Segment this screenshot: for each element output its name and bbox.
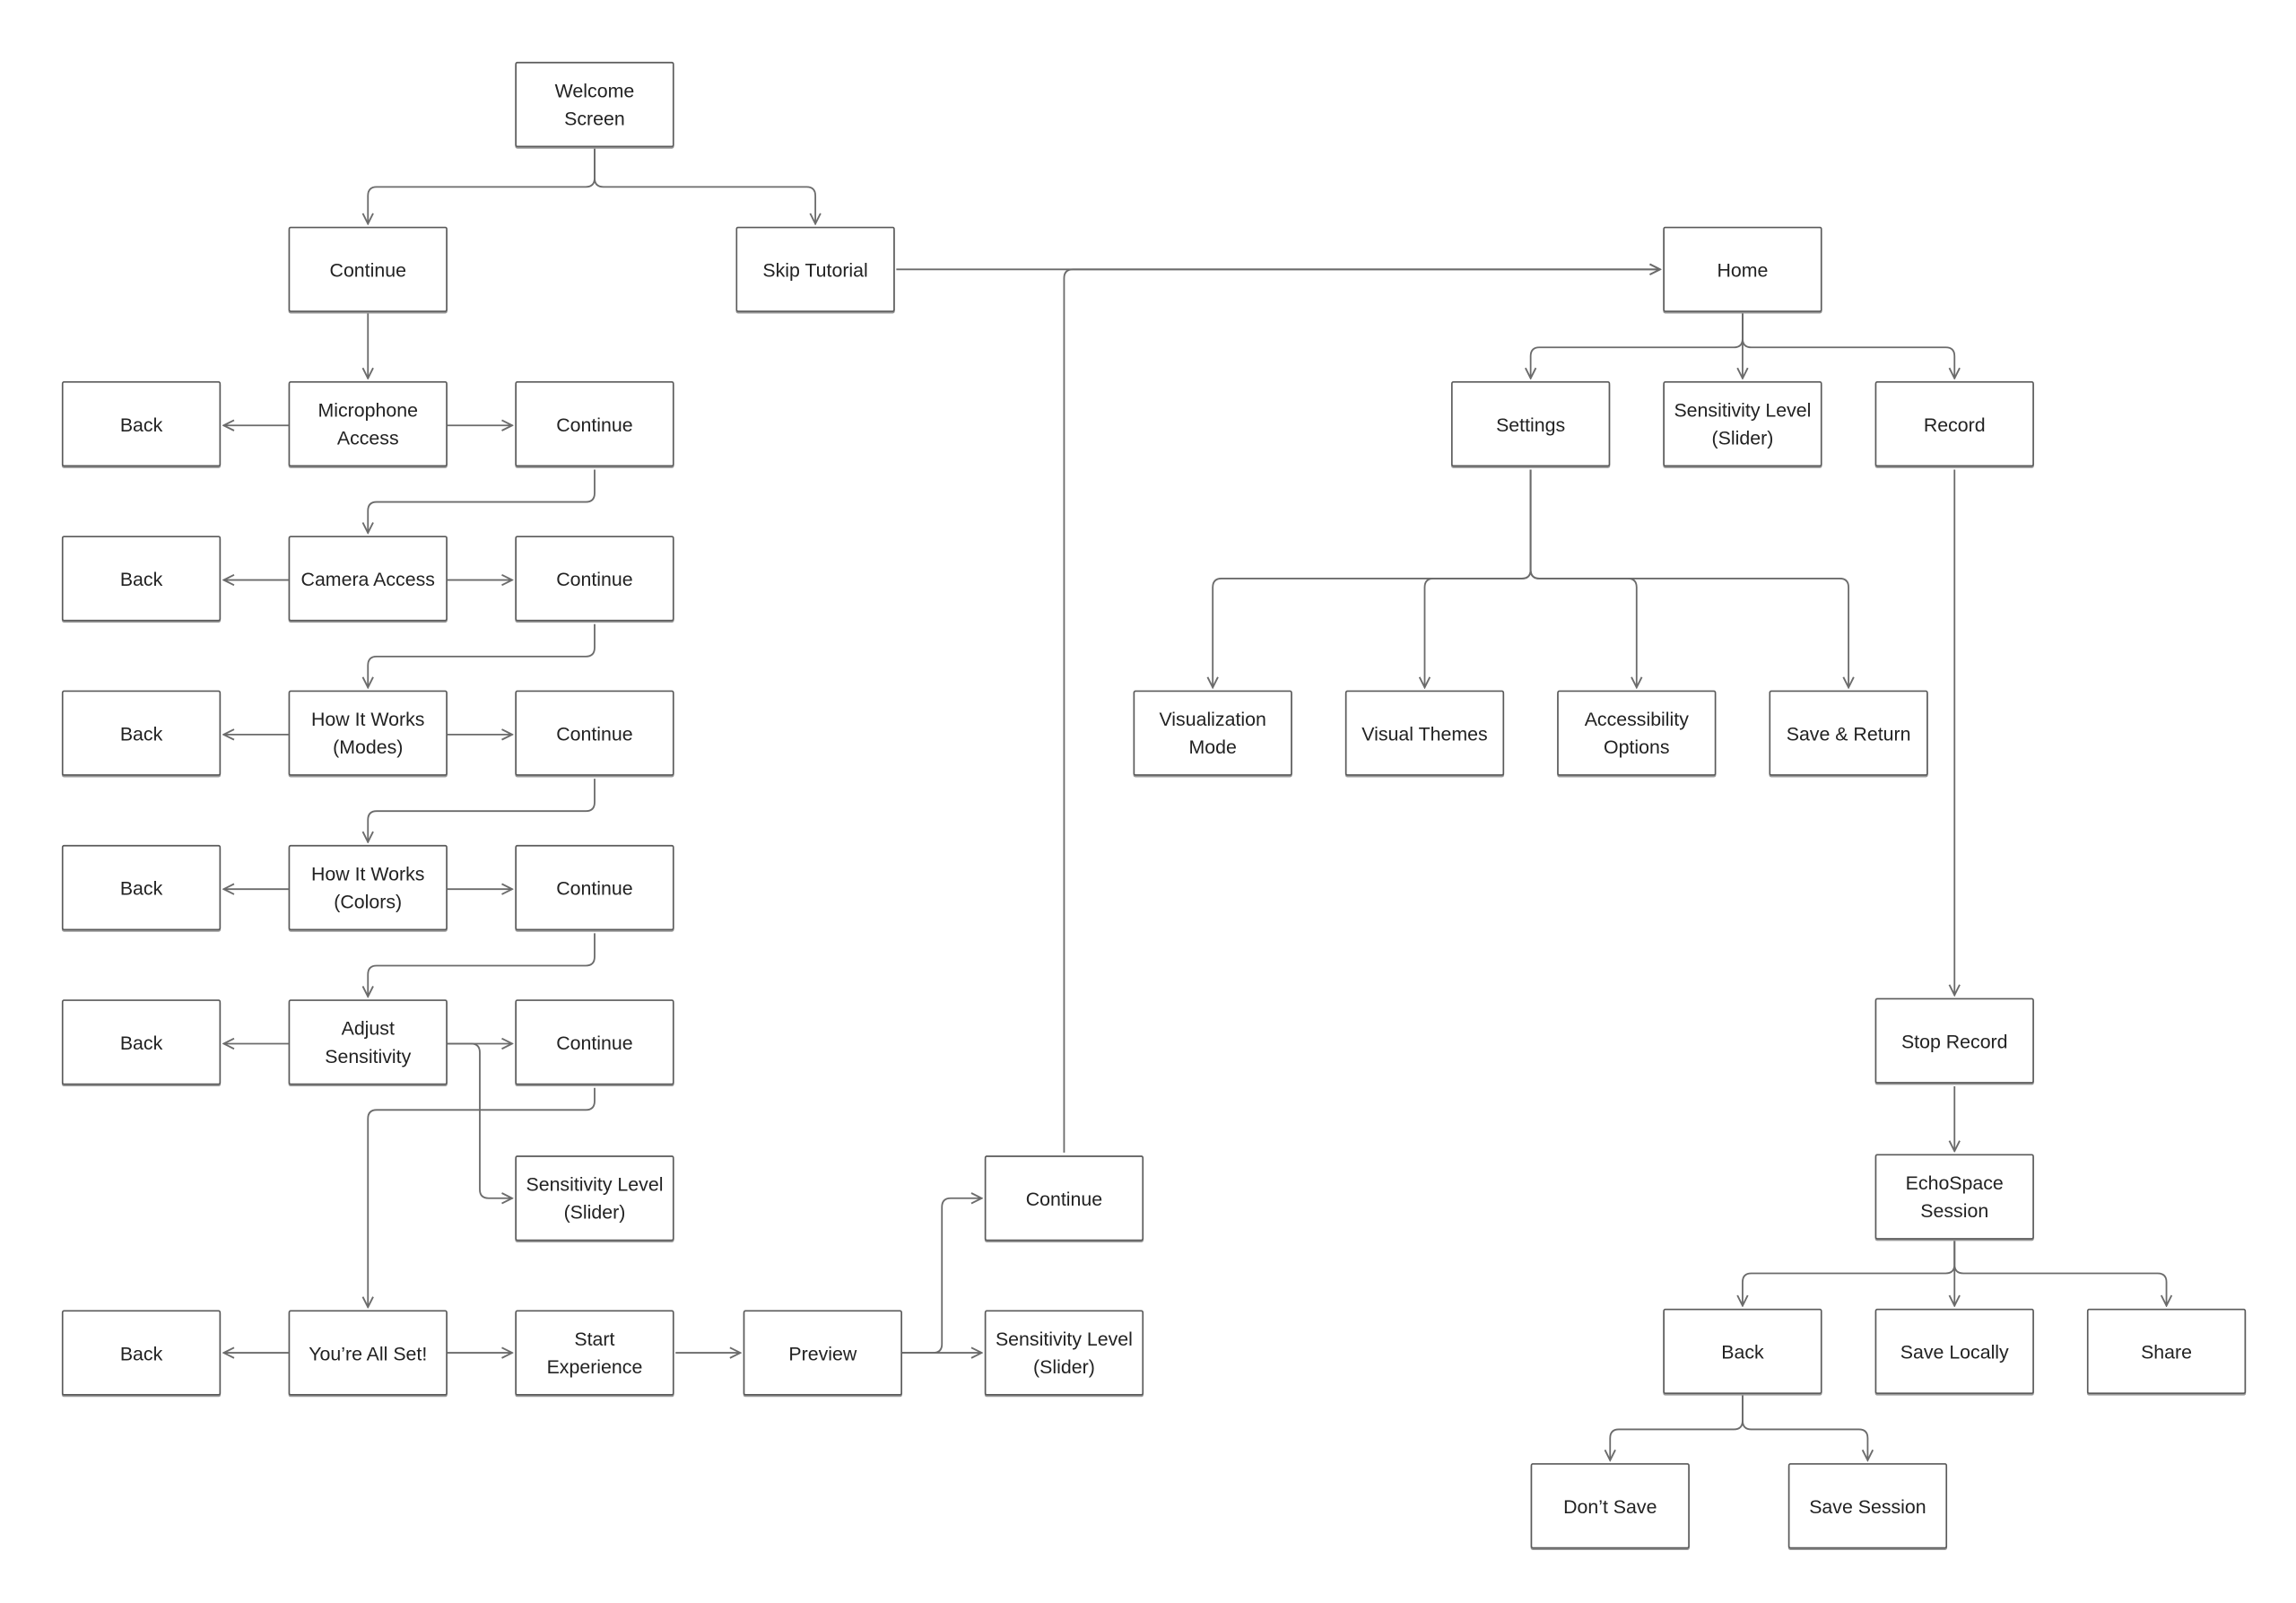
node-camera[interactable]: Camera Access (288, 536, 448, 622)
connector-arrow (901, 1198, 982, 1354)
node-cont-preview[interactable]: Continue (984, 1155, 1144, 1241)
node-allset[interactable]: You’re All Set! (288, 1310, 448, 1396)
node-cont3[interactable]: Continue (515, 690, 674, 776)
node-sens-preview[interactable]: Sensitivity Level (Slider) (984, 1310, 1144, 1396)
node-back6[interactable]: Back (61, 1310, 222, 1396)
node-back3[interactable]: Back (61, 690, 222, 776)
node-savesession[interactable]: Save Session (1787, 1463, 1948, 1549)
connector-arrow (1531, 313, 1744, 379)
node-back1[interactable]: Back (61, 381, 222, 467)
connector-arrow (368, 623, 596, 688)
connector-arrow (1742, 1395, 1867, 1460)
node-themes[interactable]: Visual Themes (1344, 690, 1505, 776)
node-echo[interactable]: EchoSpace Session (1874, 1154, 2034, 1240)
node-skip[interactable]: Skip Tutorial (735, 226, 895, 312)
node-back2[interactable]: Back (61, 536, 222, 622)
node-colors[interactable]: How It Works (Colors) (288, 844, 448, 931)
connector-arrow (447, 1042, 512, 1198)
node-cont1[interactable]: Continue (515, 381, 674, 467)
node-back4[interactable]: Back (61, 844, 222, 931)
connector-arrow (1743, 1241, 1956, 1305)
node-cont5[interactable]: Continue (515, 999, 674, 1085)
node-sens-home[interactable]: Sensitivity Level (Slider) (1663, 381, 1822, 467)
node-adjust[interactable]: Adjust Sensitivity (288, 999, 448, 1085)
node-modes[interactable]: How It Works (Modes) (288, 690, 448, 776)
node-vizmode[interactable]: Visualization Mode (1133, 690, 1292, 776)
node-continue0[interactable]: Continue (288, 226, 448, 312)
node-access[interactable]: Accessibility Options (1557, 690, 1717, 776)
node-cont2[interactable]: Continue (515, 536, 674, 622)
connector-arrow (1529, 469, 1848, 687)
connector-arrow (368, 1087, 596, 1308)
node-back5[interactable]: Back (61, 999, 222, 1085)
node-preview[interactable]: Preview (743, 1310, 902, 1396)
node-settings[interactable]: Settings (1451, 381, 1611, 467)
connector-arrow (594, 148, 815, 224)
node-sens-adjust[interactable]: Sensitivity Level (Slider) (515, 1155, 674, 1241)
connector-arrow (368, 148, 596, 224)
node-start[interactable]: Start Experience (515, 1310, 674, 1396)
node-share[interactable]: Share (2086, 1308, 2247, 1395)
connector-arrow (1424, 469, 1532, 687)
node-mic[interactable]: Microphone Access (288, 381, 448, 467)
node-cont4[interactable]: Continue (515, 844, 674, 931)
node-stoprec[interactable]: Stop Record (1874, 998, 2034, 1084)
connector-arrow (368, 469, 596, 533)
node-welcome[interactable]: Welcome Screen (515, 61, 674, 148)
connector-arrow (1953, 1241, 2166, 1305)
node-record[interactable]: Record (1874, 381, 2034, 467)
node-savereturn[interactable]: Save & Return (1769, 690, 1928, 776)
connector-arrow (1742, 313, 1954, 379)
node-back-end[interactable]: Back (1663, 1308, 1822, 1395)
node-home[interactable]: Home (1663, 226, 1822, 312)
connector-arrow (368, 933, 596, 997)
connector-arrow (1063, 269, 1660, 1153)
connector-arrow (1610, 1395, 1744, 1460)
node-dontsave[interactable]: Don’t Save (1530, 1463, 1690, 1549)
connector-arrow (368, 779, 596, 842)
node-savelocal[interactable]: Save Locally (1874, 1308, 2034, 1395)
